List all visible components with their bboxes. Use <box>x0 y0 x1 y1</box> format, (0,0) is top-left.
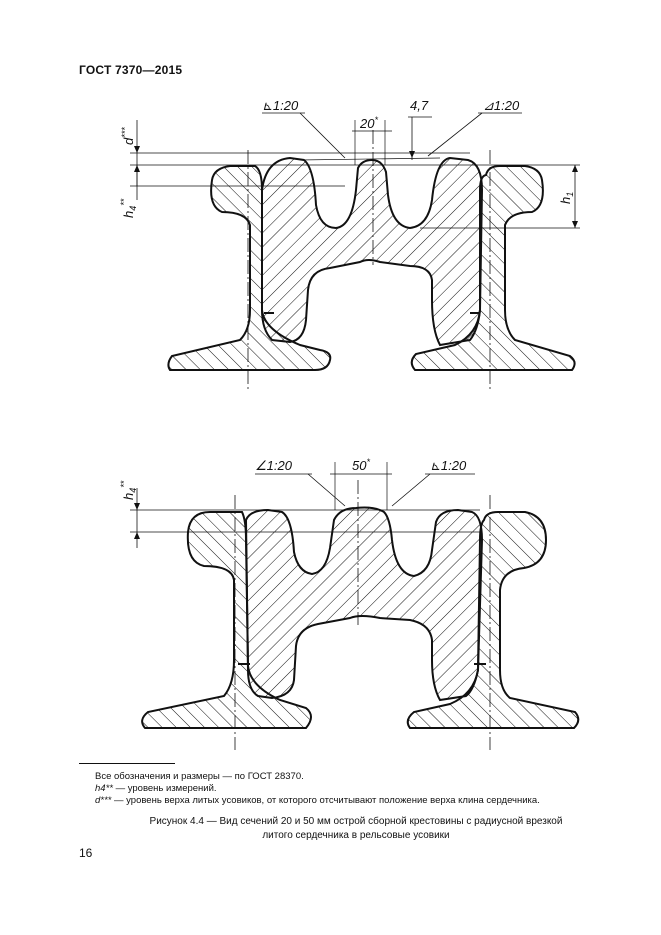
width-label-bottom: 50* <box>352 457 370 473</box>
caption-line-1: Рисунок 4.4 — Вид сечений 20 и 50 мм ост… <box>149 816 563 827</box>
footnote-2: h4** — уровень измерений. <box>95 783 217 794</box>
section-50mm: h4** ∠1:20 50* ⊾1:20 <box>119 457 580 750</box>
document-header: ГОСТ 7370—2015 <box>79 63 183 77</box>
caption-line-2: литого сердечника в рельсовые усовики <box>262 830 450 841</box>
footnote-separator <box>79 763 175 764</box>
section-20mm: d*** h4** h1 ⊾1:20 20* 4,7 ⊿1:20 <box>119 98 580 390</box>
slope-left-label-top: ⊾1:20 <box>262 98 299 113</box>
left-wing-rail-top <box>167 165 332 371</box>
h1-dimension-label: h1 <box>558 192 575 204</box>
offset-label-top: 4,7 <box>410 98 429 113</box>
h4-dimension-label-top: h4** <box>119 198 138 218</box>
figure-caption: Рисунок 4.4 — Вид сечений 20 и 50 мм ост… <box>100 815 612 843</box>
footnote-3: d*** — уровень верха литых усовиков, от … <box>95 795 540 806</box>
slope-right-label-bottom: ⊾1:20 <box>430 458 467 473</box>
width-label-top: 20* <box>359 115 378 131</box>
h4-dimension-label-bottom: h4** <box>119 480 138 500</box>
slope-right-label-top: ⊿1:20 <box>483 98 520 113</box>
d-dimension-label: d*** <box>120 127 136 145</box>
cast-core-top <box>261 156 484 347</box>
footnote-1: Все обозначения и размеры — по ГОСТ 2837… <box>95 771 304 782</box>
figure-4-4: d*** h4** h1 ⊾1:20 20* 4,7 ⊿1:20 <box>119 98 580 750</box>
page-number: 16 <box>79 846 93 860</box>
slope-left-label-bottom: ∠1:20 <box>255 458 293 473</box>
left-wing-rail-bottom <box>141 511 312 729</box>
cast-core-bottom <box>244 506 484 702</box>
